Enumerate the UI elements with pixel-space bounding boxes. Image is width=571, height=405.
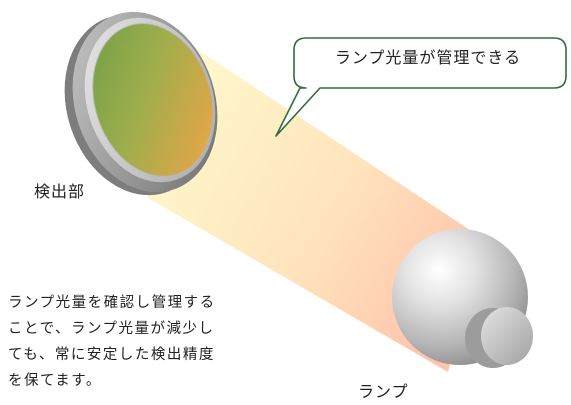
description-line: ランプ光量を確認し管理する [8, 295, 216, 311]
description-line: を保てます。 [8, 373, 102, 389]
description-text: ランプ光量を確認し管理する ことで、ランプ光量が減少し ても、常に安定した検出精… [8, 290, 270, 394]
detector [64, 11, 218, 196]
lamp-label: ランプ [358, 382, 409, 401]
callout-text: ランプ光量が管理できる [334, 48, 522, 67]
lamp [392, 229, 533, 368]
description-line: ても、常に安定した検出精度 [8, 347, 215, 363]
detector-label: 検出部 [34, 182, 86, 201]
detector-glass [92, 23, 214, 177]
callout-bubble [275, 37, 567, 137]
lamp-base-cap [481, 307, 533, 365]
description-line: ことで、ランプ光量が減少し [8, 321, 215, 337]
